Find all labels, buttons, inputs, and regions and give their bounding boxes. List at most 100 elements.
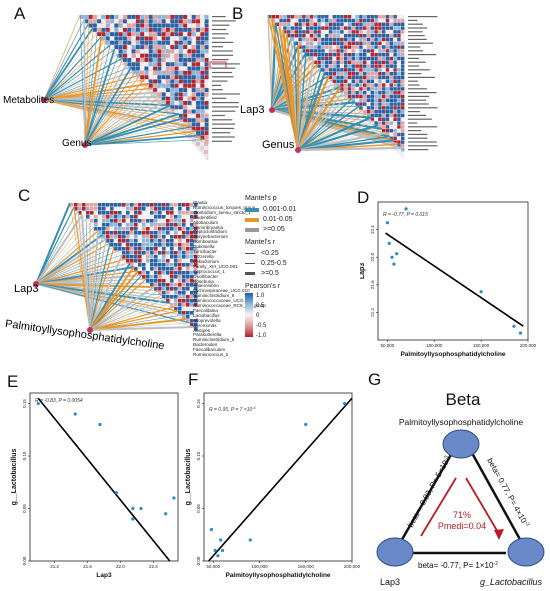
heatmap-cell — [183, 101, 188, 105]
genus-label: Ruminococcaceae_UCG.009 — [193, 298, 253, 304]
heatmap-cell — [187, 105, 192, 110]
heatmap-cell — [114, 243, 118, 247]
heatmap-cell — [389, 110, 393, 114]
scatter-point — [216, 554, 220, 558]
row-label-mark — [408, 111, 420, 113]
heatmap-cell — [122, 255, 126, 259]
heatmap-cell — [105, 27, 110, 32]
heatmap-cell — [186, 239, 190, 243]
heatmap-cell — [154, 259, 158, 263]
heatmap-cell — [118, 45, 123, 49]
pearson-tick: -1.0 — [256, 333, 267, 339]
heatmap-cell — [101, 15, 106, 19]
heatmap-cell — [196, 109, 200, 114]
heatmap-cell — [328, 18, 333, 23]
scatter-point — [404, 207, 408, 211]
row-label-mark — [212, 46, 224, 48]
heatmap-cell — [110, 235, 114, 239]
heatmap-cell — [157, 83, 162, 88]
heatmap-cell — [374, 75, 378, 80]
heatmap-cell — [393, 68, 397, 72]
heatmap-cell — [196, 105, 200, 110]
heatmap-cell — [283, 22, 287, 26]
heatmap-cell — [118, 49, 123, 54]
heatmap-cell — [385, 91, 390, 95]
heatmap-cell — [161, 40, 166, 45]
heatmap-cell — [154, 243, 158, 247]
heatmap-cell — [194, 259, 198, 263]
heatmap-cell — [123, 36, 127, 41]
panel-c-letter: C — [18, 186, 31, 205]
heatmap-cell — [186, 291, 190, 295]
heatmap-cell — [98, 227, 102, 231]
heatmap-cell — [170, 36, 175, 41]
heatmap-cell — [70, 203, 74, 207]
heatmap-cell — [114, 36, 119, 41]
heatmap-cell — [283, 15, 287, 19]
genus-label: Dubosiella — [193, 244, 215, 250]
mantel-p-entry: >=0.05 — [245, 226, 305, 233]
heatmap-cell — [385, 30, 390, 34]
heatmap-cell — [190, 207, 194, 211]
network-edge — [84, 109, 175, 146]
heatmap-cell — [344, 41, 348, 45]
heatmap-cell — [153, 53, 157, 58]
heatmap-cell — [134, 247, 138, 251]
heatmap-cell — [157, 40, 162, 45]
heatmap-cell — [382, 30, 386, 34]
heatmap-cell — [135, 66, 140, 71]
row-label-mark — [212, 54, 234, 56]
heatmap-cell — [162, 231, 166, 235]
heatmap-cell — [157, 27, 162, 32]
y-tick-label: 0.00 — [196, 556, 201, 565]
heatmap-cell — [366, 60, 371, 64]
heatmap-cell — [378, 75, 382, 80]
heatmap-cell — [166, 271, 170, 275]
heatmap-cell — [186, 315, 190, 319]
heatmap-cell — [374, 102, 378, 106]
heatmap-cell — [157, 53, 162, 58]
mantel-r-entry: >=0.5 — [245, 270, 305, 277]
heatmap-cell — [150, 235, 154, 239]
heatmap-cell — [148, 70, 153, 75]
heatmap-cell — [122, 247, 126, 251]
heatmap-cell — [393, 72, 397, 76]
row-label-mark — [408, 130, 422, 132]
heatmap-cell — [86, 203, 90, 207]
heatmap-cell — [162, 283, 166, 287]
heatmap-cell — [204, 27, 209, 32]
genus-label: Lachnospiraceae_UCG.010 — [193, 288, 250, 294]
heatmap-cell — [389, 132, 393, 137]
heatmap-cell — [317, 60, 321, 64]
heatmap-cell — [385, 72, 390, 76]
heatmap-cell — [178, 291, 182, 295]
scatter-point — [139, 506, 143, 511]
heatmap-cell — [178, 287, 182, 291]
heatmap-cell — [344, 45, 348, 49]
heatmap-cell — [374, 18, 378, 23]
heatmap-cell — [194, 251, 198, 255]
heatmap-cell — [347, 60, 352, 64]
heatmap-cell — [196, 83, 200, 88]
network-edge — [296, 75, 330, 151]
heatmap-cell — [148, 40, 153, 45]
heatmap-cell — [82, 207, 86, 211]
heatmap-cell — [187, 92, 192, 97]
heatmap-cell — [130, 259, 134, 263]
heatmap-cell — [150, 231, 154, 235]
heatmap-cell — [170, 235, 174, 239]
heatmap-cell — [194, 267, 198, 271]
heatmap-cell — [196, 88, 200, 92]
heatmap-cell — [123, 19, 127, 24]
network-edge — [297, 86, 342, 151]
heatmap-cell — [382, 53, 386, 57]
genus-label: Aeromonas — [193, 322, 217, 328]
scatter-point — [395, 252, 399, 256]
heatmap-cell — [200, 53, 205, 58]
heatmap-cell — [170, 19, 175, 24]
heatmap-cell — [183, 105, 188, 110]
heatmap-cell — [131, 62, 136, 67]
heatmap-cell — [182, 247, 186, 251]
heatmap-cell — [393, 75, 397, 80]
heatmap-cell — [351, 34, 355, 38]
